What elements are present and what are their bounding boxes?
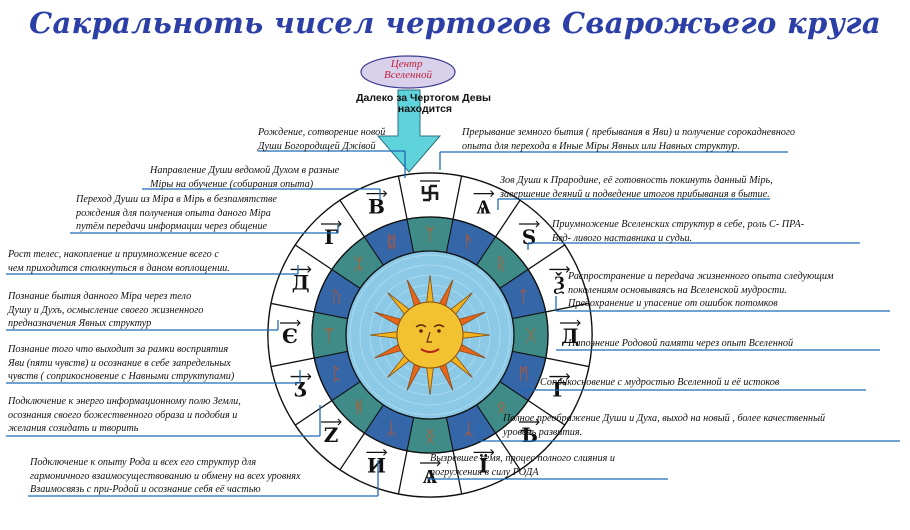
- rune-glyph: ᛈ: [332, 365, 342, 385]
- annotation-right: Зов Души к Прародине, её готовность поки…: [500, 175, 773, 200]
- ring-symbol: Ʒ: [294, 378, 307, 402]
- ring-symbol: Г: [324, 225, 338, 249]
- annotation-right: Приумножение Вселенских структур в себе,…: [552, 219, 805, 244]
- annotation-right: Вызревшее семя, процес полного слияния и…: [430, 453, 615, 478]
- rune-glyph: ᛟ: [496, 397, 506, 417]
- ring-symbol: Ζ: [324, 423, 339, 447]
- annotation-right: Прерывание земного бытия ( пребывания в …: [462, 127, 795, 152]
- rune-glyph: ᛦ: [386, 419, 396, 439]
- leader-lines: [6, 150, 900, 497]
- ring-symbol: Ѯ: [553, 270, 565, 294]
- rune-glyph: ᛉ: [425, 225, 435, 245]
- rune-glyph: ᛣ: [464, 419, 474, 439]
- rune-glyph: ᚢ: [332, 287, 342, 307]
- rune-glyph: ᛝ: [425, 427, 435, 447]
- annotation-right: Полное преображение Души и Духа, выход н…: [503, 413, 826, 438]
- rune-glyph: ᛯ: [353, 255, 363, 275]
- annotation-right: Распространение и передача жизненного оп…: [568, 271, 834, 309]
- rune-glyph: ᚫ: [464, 233, 474, 253]
- center-badge-text: Центр Вселенной: [384, 58, 432, 81]
- ring-symbol: Д: [292, 270, 310, 294]
- center-badge: Центр Вселенной: [360, 55, 456, 89]
- rune-glyph: ᚻ: [353, 397, 363, 417]
- ring-symbol: Ѧ: [423, 464, 438, 488]
- ring-symbol: Ѧ: [476, 195, 491, 219]
- ring-symbol: Д: [561, 324, 579, 348]
- swastika-icon: [421, 184, 439, 202]
- ring-symbol: Є: [282, 324, 298, 348]
- annotation-right: Напоэнение Родовой памяти через опыт Все…: [568, 338, 794, 349]
- center-subtitle: Далеко за Чертогом Девы находится: [356, 92, 494, 115]
- ring-symbol: S: [522, 225, 536, 249]
- ring-symbol: В: [368, 195, 385, 219]
- annotation-right: Соприкосновение с мудростью Вселенной и …: [540, 377, 780, 388]
- rune-glyph: ᛏ: [518, 287, 528, 307]
- rune-glyph: ᚱ: [496, 255, 506, 275]
- annotation-left: Рождение, сотворение новой Души Богороди…: [258, 127, 386, 152]
- page-title: Сакральнoть чисел чертогов Сварожьего кр…: [29, 6, 881, 40]
- annotation-left: Переход Души из Міра в Мірь в безпамятст…: [76, 194, 277, 232]
- sun-face-icon: [369, 274, 491, 396]
- rune-glyph: ᚷ: [526, 326, 536, 346]
- annotation-left: Подключение к энерго информационному пол…: [8, 396, 241, 434]
- ring-symbol: И: [367, 453, 386, 477]
- annotation-left: Познание того что выходит за рамки воспр…: [8, 344, 235, 382]
- rune-glyph: ᛠ: [324, 326, 334, 346]
- ring-symbol: Ї: [479, 453, 488, 477]
- rune-glyph: ᛗ: [518, 365, 528, 385]
- annotation-left: Направление Души ведомой Духом в разные …: [150, 165, 340, 190]
- rune-glyph: ᛥ: [386, 233, 396, 253]
- annotation-left: Подключение к опыту Рода и всех его стру…: [30, 457, 301, 495]
- annotation-left: Рост телес, накопление и приумножение вс…: [8, 249, 230, 274]
- annotation-left: Познание бытия данного Міра через тело Д…: [8, 291, 204, 329]
